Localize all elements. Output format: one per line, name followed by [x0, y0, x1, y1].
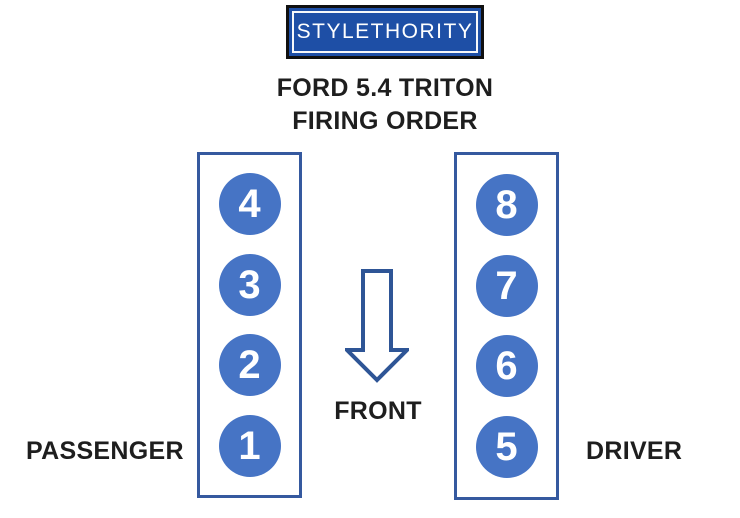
passenger-label: PASSENGER [26, 437, 184, 465]
title-line-2: FIRING ORDER [292, 107, 478, 135]
cylinder-3: 3 [218, 253, 281, 316]
cylinder-2: 2 [218, 334, 281, 397]
title-line-1: FORD 5.4 TRITON [276, 74, 494, 102]
page-title: FORD 5.4 TRITON FIRING ORDER [277, 72, 494, 138]
cylinder-8: 8 [475, 173, 538, 236]
cylinder-5: 5 [475, 416, 538, 479]
cylinder-4: 4 [218, 173, 281, 236]
logo-text: STYLETHORITY [296, 20, 474, 43]
driver-bank: 8 7 6 5 [454, 152, 559, 500]
cylinder-1: 1 [218, 414, 281, 477]
stylethority-logo: STYLETHORITY [286, 5, 484, 59]
cylinder-6: 6 [475, 335, 538, 398]
cylinder-7: 7 [475, 254, 538, 317]
passenger-bank: 4 3 2 1 [197, 152, 302, 498]
driver-label: DRIVER [586, 437, 683, 465]
front-label: FRONT [334, 397, 422, 425]
front-arrow-icon [345, 269, 409, 383]
